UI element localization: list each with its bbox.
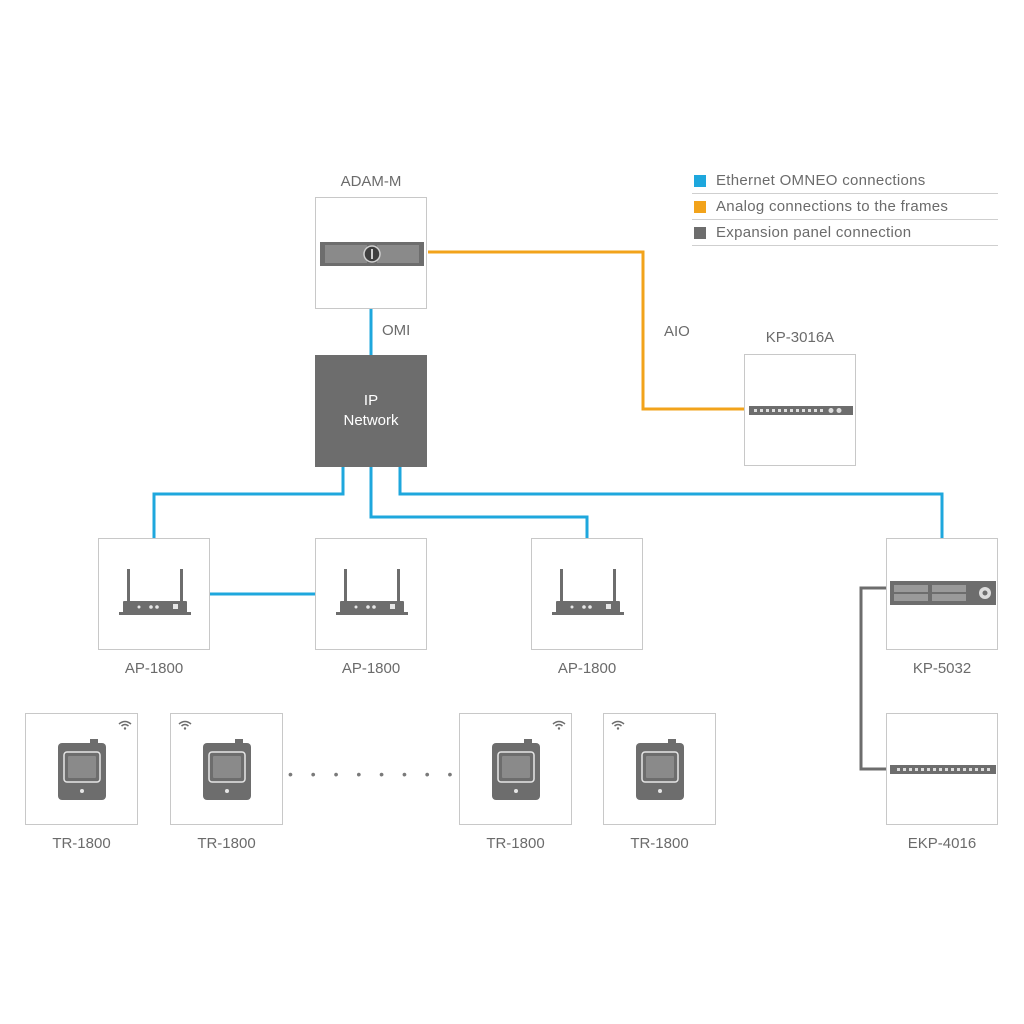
ekp-4016-label: EKP-4016 [907, 835, 977, 852]
legend-item-analog: Analog connections to the frames [692, 194, 998, 220]
ip-network-label-line2: Network [343, 412, 399, 429]
legend-item-ethernet: Ethernet OMNEO connections [692, 168, 998, 194]
wifi-icon [552, 720, 566, 730]
legend: Ethernet OMNEO connections Analog connec… [692, 168, 998, 246]
tr-1800-label-2: TR-1800 [197, 835, 256, 852]
matrix-frame-icon [320, 242, 424, 266]
legend-swatch-analog [694, 200, 706, 213]
legend-swatch-ethernet [694, 174, 706, 187]
ip-network-node[interactable]: IP Network [315, 355, 427, 467]
legend-label-analog: Analog connections to the frames [716, 198, 949, 215]
beltpack-icon [58, 739, 106, 800]
ekp-4016-node[interactable] [886, 713, 998, 825]
tr-1800-label-3: TR-1800 [486, 835, 545, 852]
ap-1800-label-1: AP-1800 [124, 660, 184, 677]
tr-1800-node-3[interactable] [459, 713, 572, 825]
aio-link [428, 250, 746, 411]
tr-1800-node-2[interactable] [170, 713, 283, 825]
access-point-icon [552, 569, 624, 615]
expansion-link [859, 586, 888, 771]
legend-label-ethernet: Ethernet OMNEO connections [716, 172, 926, 189]
ethernet-link-ap3 [369, 467, 589, 538]
beltpack-icon [636, 739, 684, 800]
tr-1800-label-4: TR-1800 [630, 835, 689, 852]
aio-label: AIO [664, 323, 690, 340]
legend-label-expansion: Expansion panel connection [716, 224, 912, 241]
access-point-icon [336, 569, 408, 615]
wifi-icon [611, 720, 625, 730]
kp-3016a-label: KP-3016A [765, 329, 835, 346]
kp-5032-label: KP-5032 [912, 660, 972, 677]
tr-1800-node-1[interactable] [25, 713, 138, 825]
keypanel-2u-icon [890, 581, 996, 605]
adam-m-node[interactable] [315, 197, 427, 309]
ap-1800-node-3[interactable] [531, 538, 643, 650]
access-point-icon [119, 569, 191, 615]
legend-swatch-expansion [694, 226, 706, 239]
kp-5032-node[interactable] [886, 538, 998, 650]
wifi-icon [118, 720, 132, 730]
beltpack-icon [492, 739, 540, 800]
kp-3016a-node[interactable] [744, 354, 856, 466]
wifi-icon [178, 720, 192, 730]
legend-item-expansion: Expansion panel connection [692, 220, 998, 246]
ap-1800-label-2: AP-1800 [341, 660, 401, 677]
expansion-panel-icon [890, 765, 996, 774]
ethernet-link-kp5032 [398, 467, 944, 538]
tr-1800-label-1: TR-1800 [52, 835, 111, 852]
omi-label: OMI [382, 322, 411, 339]
ap-1800-node-1[interactable] [98, 538, 210, 650]
ip-network-label-line1: IP [363, 392, 379, 409]
beltpack-icon [203, 739, 251, 800]
tr-1800-node-4[interactable] [603, 713, 716, 825]
keypanel-1u-icon [749, 406, 853, 415]
ap-1800-label-3: AP-1800 [557, 660, 617, 677]
ap-1800-node-2[interactable] [315, 538, 427, 650]
adam-m-label: ADAM-M [340, 173, 402, 190]
ethernet-link-ap1 [152, 467, 345, 538]
